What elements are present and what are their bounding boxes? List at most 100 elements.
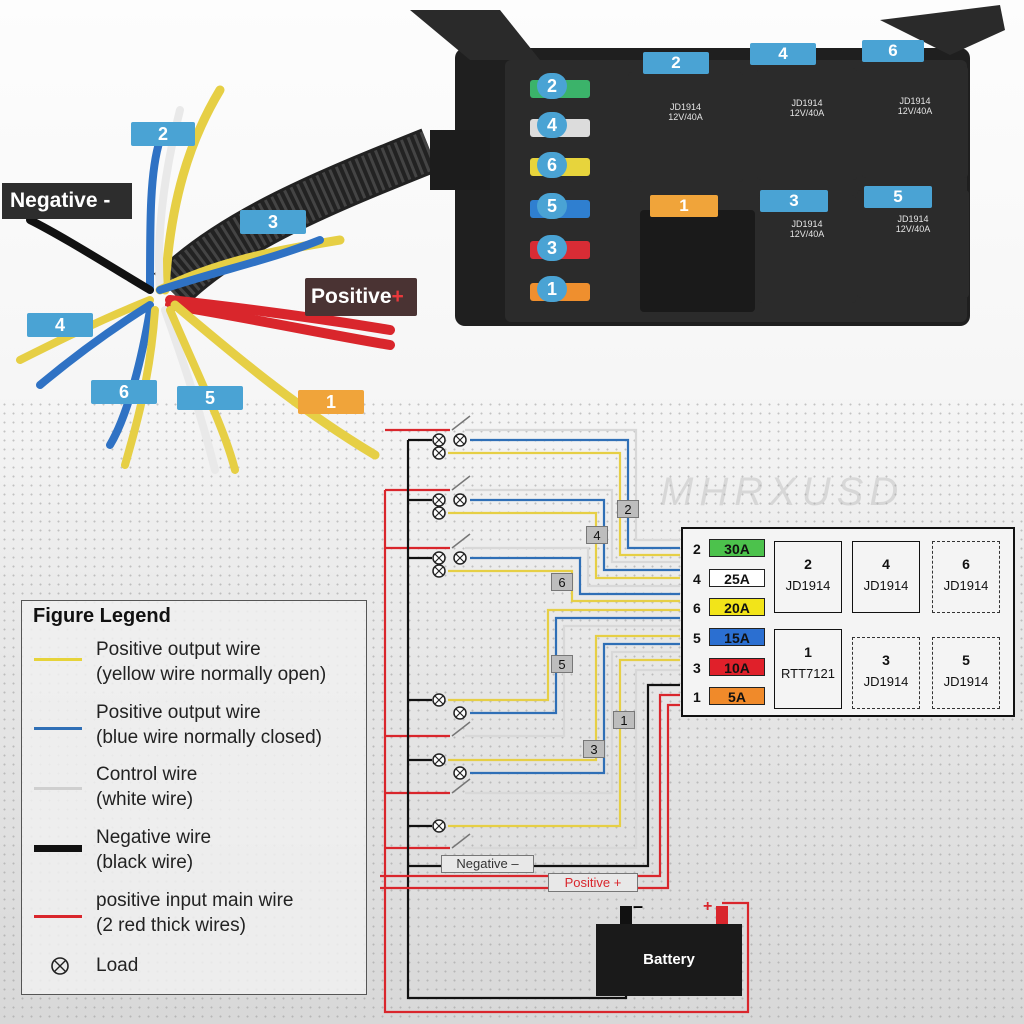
relay-rating: 12V/40A: [895, 224, 931, 234]
legend-title: Figure Legend: [33, 605, 171, 627]
legend-swatch-black: [34, 845, 82, 852]
relay-rating: 12V/40A: [668, 112, 703, 122]
fuse-relay-box: 2 30A 4 25A 6 20A 5 15A 3 10A 1 5A 2 JD1…: [681, 527, 1015, 717]
watermark: MHRXUSD: [660, 470, 905, 514]
relay-model: JD1914: [897, 214, 929, 224]
relay-rating: 12V/40A: [897, 106, 933, 116]
wire-tag-3: 3: [583, 740, 605, 758]
legend-swatch-blue: [34, 727, 82, 730]
legend-item-yellow: Positive output wire (yellow wire normal…: [96, 637, 326, 687]
relay-position-label-6: 6: [862, 40, 924, 62]
relay-number: 1: [804, 644, 812, 660]
negative-wire-label: Negative -: [2, 183, 132, 219]
relay-model: JD1914: [791, 98, 823, 108]
relay-number: 6: [962, 556, 970, 572]
relay-model: JD1914: [899, 96, 931, 106]
wire-label-5: 5: [177, 386, 243, 410]
negative-text: Negative: [10, 189, 98, 212]
wire-label-2: 2: [131, 122, 195, 146]
relay-photo-5: JD1914 12V/40A: [857, 190, 969, 298]
relay-model: JD1914: [943, 578, 989, 593]
relay-model: JD1914: [791, 219, 823, 229]
relay-photo-3: JD1914 12V/40A: [758, 195, 856, 303]
negative-line-label: Negative –: [441, 855, 534, 873]
legend-line2: (white wire): [96, 789, 194, 810]
fuse-label-4: 4: [537, 112, 567, 138]
legend-line1: Control wire: [96, 764, 198, 785]
relay-number: 4: [882, 556, 890, 572]
wire-tag-4: 4: [586, 526, 608, 544]
relay-photo-4: JD1914 12V/40A: [757, 68, 857, 180]
wire-label-1: 1: [298, 390, 364, 414]
fuse-30a: 30A: [709, 539, 765, 557]
relay-number: 5: [962, 652, 970, 668]
relay-model: JD1914: [943, 674, 989, 689]
wire-label-6: 6: [91, 380, 157, 404]
relay-photo-6: JD1914 12V/40A: [862, 66, 968, 178]
relay-rating: 12V/40A: [789, 229, 825, 239]
positive-text: Positive: [311, 285, 392, 308]
relay-4: 4 JD1914: [852, 541, 920, 613]
legend-line2: (blue wire normally closed): [96, 727, 322, 748]
wire-tag-5: 5: [551, 655, 573, 673]
fuse-15a: 15A: [709, 628, 765, 646]
positive-line-label: Positive +: [548, 873, 638, 892]
relay-model: JD1914: [863, 674, 909, 689]
fuse-label-1: 1: [537, 276, 567, 302]
battery-negative-sign: –: [633, 896, 644, 916]
legend-item-red: positive input main wire (2 red thick wi…: [96, 888, 293, 938]
wire-label-4: 4: [27, 313, 93, 337]
load-icon: [51, 957, 69, 975]
relay-model: RTT7121: [781, 666, 835, 681]
fuse-10a: 10A: [709, 658, 765, 676]
relay-model: JD1914: [785, 578, 831, 593]
fuse-label-2: 2: [537, 73, 567, 99]
relay-position-label-2: 2: [643, 52, 709, 74]
fuse-number: 2: [693, 541, 701, 557]
relay-position-label-3: 3: [760, 190, 828, 212]
legend-line2: (2 red thick wires): [96, 915, 246, 936]
relay-photo-2: JD1914 12V/40A: [628, 72, 743, 182]
fuse-label-3: 3: [537, 235, 567, 261]
negative-sign: -: [103, 189, 111, 212]
relay-position-label-4: 4: [750, 43, 816, 65]
wire-label-3: 3: [240, 210, 306, 234]
relay-model: JD1914: [669, 102, 702, 112]
legend-line1: Positive output wire: [96, 639, 261, 660]
relay-model: JD1914: [863, 578, 909, 593]
legend-line1: Positive output wire: [96, 702, 261, 723]
legend-line1: positive input main wire: [96, 890, 294, 911]
legend-line2: (black wire): [96, 852, 194, 873]
wire-tag-6: 6: [551, 573, 573, 591]
fuse-number: 4: [693, 571, 701, 587]
legend-line2: (yellow wire normally open): [96, 664, 327, 685]
relay-3: 3 JD1914: [852, 637, 920, 709]
fuse-25a: 25A: [709, 569, 765, 587]
legend-line1: Load: [96, 955, 139, 976]
battery-positive-sign: +: [703, 898, 713, 915]
figure-legend: Figure Legend Positive output wire (yell…: [21, 600, 367, 995]
relay-5: 5 JD1914: [932, 637, 1000, 709]
positive-sign: +: [391, 285, 404, 308]
relay-number: 2: [804, 556, 812, 572]
legend-item-black: Negative wire (black wire): [96, 825, 211, 875]
fuse-number: 6: [693, 600, 701, 616]
relay-number: 3: [882, 652, 890, 668]
legend-item-load: Load: [96, 953, 138, 978]
fuse-label-5: 5: [537, 193, 567, 219]
wire-tag-1: 1: [613, 711, 635, 729]
fuse-number: 3: [693, 660, 701, 676]
fuse-label-6: 6: [537, 152, 567, 178]
legend-swatch-white: [34, 787, 82, 790]
relay-1: 1 RTT7121: [774, 629, 842, 709]
legend-swatch-yellow: [34, 658, 82, 661]
relay-photo-1: [640, 210, 755, 312]
relay-rating: 12V/40A: [789, 108, 825, 118]
relay-position-label-1: 1: [650, 195, 718, 217]
fuse-5a: 5A: [709, 687, 765, 705]
legend-item-blue: Positive output wire (blue wire normally…: [96, 700, 322, 750]
legend-item-white: Control wire (white wire): [96, 762, 197, 812]
legend-swatch-red: [34, 915, 82, 918]
legend-line1: Negative wire: [96, 827, 212, 848]
relay-position-label-5: 5: [864, 186, 932, 208]
